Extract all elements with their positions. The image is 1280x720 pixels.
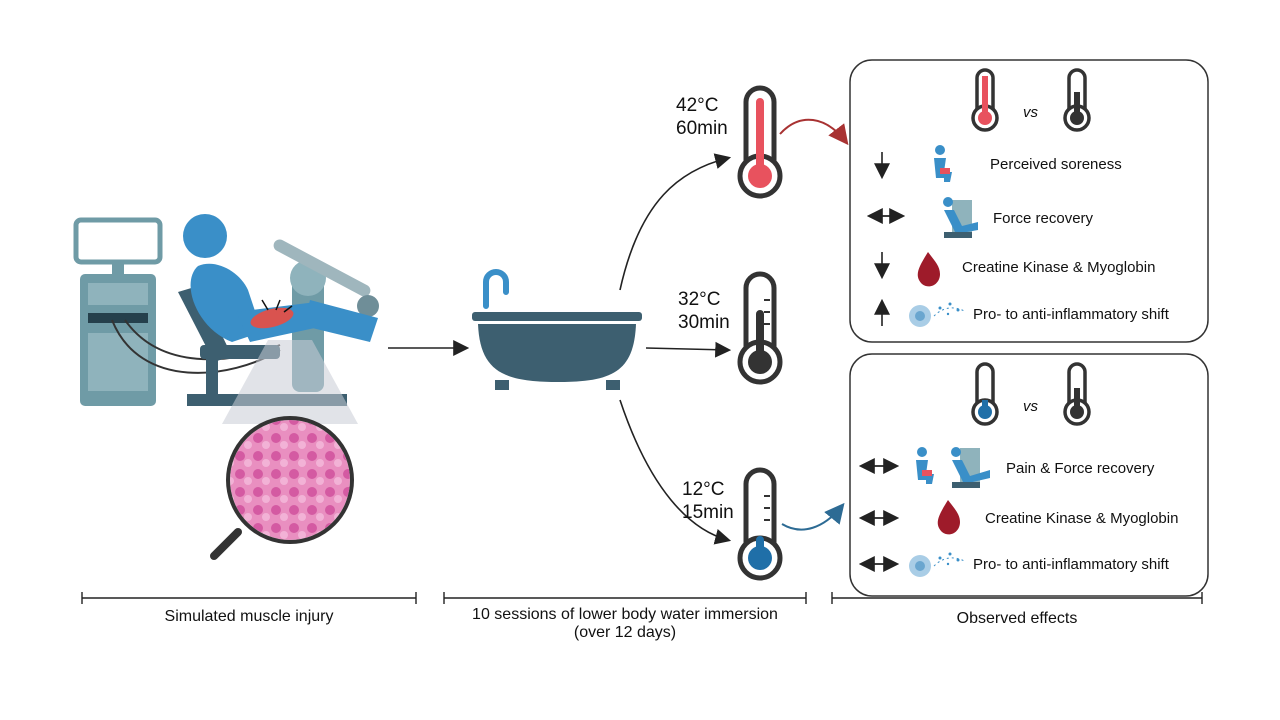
dynamometer-illustration	[73, 214, 379, 406]
blood-drop-icon	[937, 500, 960, 535]
arrow-hot-effects	[779, 118, 849, 146]
panel-thermometer-neutral-icon	[1063, 68, 1091, 132]
cold-effect-inflammation: Pro- to anti-inflammatory shift	[973, 556, 1169, 573]
hot-effect-soreness: Perceived soreness	[990, 156, 1122, 173]
arrow-cold-effects	[781, 502, 845, 531]
panel-thermometer-cold-icon	[971, 362, 999, 426]
squat-person-icon	[916, 447, 934, 484]
muscle-biopsy-magnifier-icon	[210, 340, 358, 560]
caption-immersion: 10 sessions of lower body water immersio…	[444, 606, 806, 642]
cold-time: 15min	[682, 502, 734, 523]
section-brackets	[81, 592, 1203, 604]
bathtub-icon	[472, 269, 642, 390]
caption-immersion-line1: 10 sessions of lower body water immersio…	[472, 606, 778, 623]
dynamometer-seat-icon	[951, 447, 990, 488]
hot-temp: 42°C	[676, 95, 719, 116]
cold-effect-pain-force: Pain & Force recovery	[1006, 460, 1155, 477]
panel-thermometer-neutral-2-icon	[1063, 362, 1091, 426]
arrow-to-hot	[619, 153, 732, 291]
immune-cell-icon	[909, 552, 967, 577]
thermometer-cold-icon	[737, 467, 783, 581]
person-head-icon	[183, 214, 227, 258]
neutral-condition-label: 32°C 30min	[678, 288, 730, 334]
caption-immersion-line2: (over 12 days)	[573, 624, 677, 641]
cold-temp: 12°C	[682, 479, 725, 500]
hot-effect-force: Force recovery	[993, 210, 1094, 227]
squat-person-icon	[934, 145, 952, 182]
hot-effect-inflammation: Pro- to anti-inflammatory shift	[973, 306, 1169, 323]
neutral-time: 30min	[678, 312, 730, 333]
injured-muscle-icon	[250, 307, 294, 329]
caption-effects: Observed effects	[956, 610, 1078, 627]
cold-condition-label: 12°C 15min	[682, 478, 734, 524]
caption-injury: Simulated muscle injury	[164, 608, 334, 625]
arrow-to-cold	[619, 399, 732, 545]
cold-effects-panel	[849, 353, 1209, 597]
monitor-icon	[73, 217, 163, 265]
panel-thermometer-hot-icon	[971, 68, 999, 132]
immune-cell-icon	[909, 302, 967, 327]
hot-condition-label: 42°C 60min	[676, 94, 728, 140]
dynamometer-seat-icon	[943, 197, 978, 238]
hot-effect-ck: Creatine Kinase & Myoglobin	[962, 259, 1156, 276]
blood-drop-icon	[917, 252, 940, 287]
neutral-temp: 32°C	[678, 289, 721, 310]
cold-effect-ck: Creatine Kinase & Myoglobin	[985, 510, 1179, 527]
arrow-to-neutral	[645, 341, 732, 358]
thermometer-hot-icon	[737, 85, 783, 199]
hot-time: 60min	[676, 118, 728, 139]
vs-label-cold: vs	[1023, 398, 1038, 415]
hot-effects-panel	[849, 59, 1209, 343]
vs-label-hot: vs	[1023, 104, 1038, 121]
thermometer-neutral-icon	[737, 271, 783, 385]
